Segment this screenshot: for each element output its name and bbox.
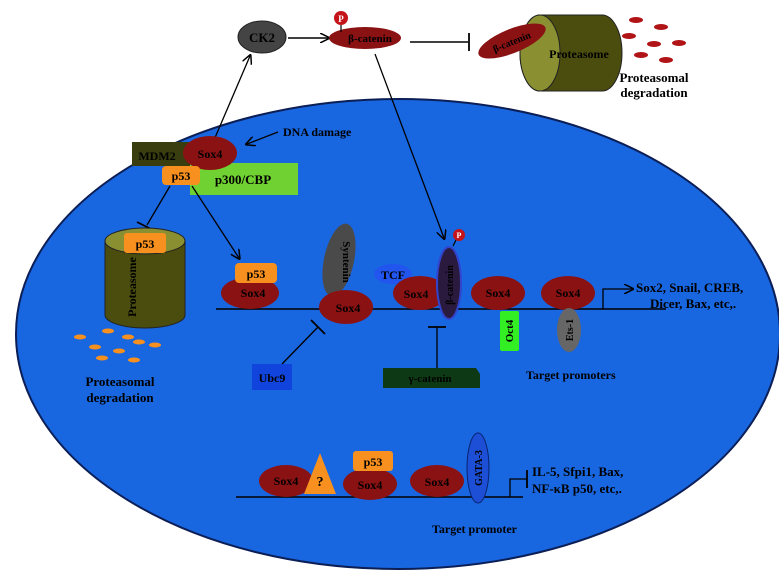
sox4-gata3-bound (410, 465, 464, 497)
sox4-ets1-bound-label: Sox4 (556, 286, 581, 300)
target-genes-1-line2: Dicer, Bax, etc,. (650, 296, 736, 311)
beta-catenin-degraded (478, 23, 546, 59)
ck2-node (237, 20, 287, 54)
proteasome-left-label: Proteasome (125, 256, 139, 316)
p53-complex-label: p53 (172, 169, 191, 183)
syntenin (322, 223, 356, 297)
gata3-label: GATA-3 (474, 450, 485, 486)
sox4-syntenin-bound-label: Sox4 (336, 301, 361, 315)
proteasomal-degradation-top-2: degradation (620, 85, 688, 100)
target-promoter-label: Target promoter (432, 522, 518, 536)
target-promoters-label: Target promoters (526, 368, 616, 382)
tcf-label: TCF (381, 268, 405, 282)
p53-complex (162, 166, 200, 185)
sox4-gata3-bound-label: Sox4 (425, 475, 450, 489)
proteasomal-degradation-top-1: Proteasomal (619, 70, 688, 85)
sox4-syntenin-bound (319, 290, 373, 324)
phospho-badge-top-label: P (338, 14, 344, 24)
target-genes-2-line1: IL-5, Sfpi1, Bax, (532, 464, 623, 479)
oct4-label: Oct4 (504, 319, 516, 342)
beta-catenin-nuclear (436, 246, 462, 320)
proteasomal-degradation-left-1: Proteasomal (85, 374, 154, 389)
degradation-dots-left (74, 328, 161, 363)
ubc9-inhibit-bar (310, 319, 326, 335)
sox4-complex (183, 136, 237, 170)
cell-body (15, 98, 779, 570)
sox4-p53-lower-label: Sox4 (358, 478, 383, 492)
mdm2-label: MDM2 (138, 149, 175, 163)
dna-damage-label: DNA damage (283, 125, 352, 139)
unknown-factor-label: ? (317, 475, 324, 490)
p53-bound-label: p53 (247, 267, 266, 281)
sox4-ets1-bound (541, 276, 595, 310)
dna-damage-arrow (247, 131, 279, 144)
p300-cbp-label: p300/CBP (215, 172, 271, 187)
ubc9-label: Ubc9 (259, 371, 286, 385)
proteasome-top-label: Proteasome (549, 47, 609, 61)
beta-catenin-top-label: β-catenin (348, 33, 392, 45)
ck2-label: CK2 (249, 30, 275, 45)
sox4-p53-lower (343, 468, 397, 500)
sox4-oct4-bound (471, 276, 525, 310)
target-genes-2-line2: NF-κB p50, etc,. (532, 481, 622, 496)
gata3 (466, 432, 490, 504)
p53-lower-label: p53 (364, 455, 383, 469)
ets1-label: Ets-1 (565, 319, 576, 341)
ets1 (557, 308, 581, 352)
p53-bound (235, 263, 277, 283)
phospho-badge-top (334, 11, 348, 25)
phospho-stem-nuclear (452, 239, 457, 247)
transcription-arrow-lower (509, 478, 527, 497)
sox4-complex-label: Sox4 (198, 147, 223, 161)
beta-catenin-translocation-arrow (374, 53, 444, 238)
sox4-tcf-bound-label: Sox4 (404, 287, 429, 301)
oct4-box (500, 311, 519, 351)
sox4-p53-bound (221, 277, 279, 309)
sox4-oct4-bound-label: Sox4 (486, 286, 511, 300)
gamma-catenin-label: γ-catenin (407, 373, 451, 385)
unknown-factor-triangle (304, 453, 336, 494)
transcription-arrow-upper (602, 289, 632, 309)
p53-to-promoter-arrow (191, 185, 239, 258)
proteasomal-degradation-left-2: degradation (86, 390, 154, 405)
sox4-tcf-bound (393, 276, 447, 310)
target-genes-1-line1: Sox2, Snail, CREB, (636, 280, 743, 295)
sox4-to-ck2-arrow (213, 56, 250, 141)
ubc9-inhibit-line (281, 326, 319, 365)
gamma-catenin-box (383, 368, 480, 388)
tcf (374, 264, 412, 284)
p53-proteasome (124, 233, 166, 253)
beta-catenin-top (329, 27, 401, 49)
phospho-badge-nuclear (453, 229, 465, 241)
p53-lower (353, 451, 393, 471)
degradation-dots-top (622, 17, 686, 63)
p53-inhibit-line (146, 185, 171, 226)
sox4-unknown-bound-label: Sox4 (274, 474, 299, 488)
syntenin-label: Syntenin (340, 241, 352, 283)
p53-proteasome-label: p53 (136, 237, 155, 251)
sox4-unknown-bound (259, 465, 313, 497)
sox4-p53-bound-label: Sox4 (241, 286, 266, 300)
beta-catenin-nuclear-label: β-catenin (445, 265, 456, 305)
mdm2-block (132, 142, 198, 166)
ubc9-box (252, 364, 292, 390)
phospho-badge-nuclear-label: P (457, 231, 462, 240)
